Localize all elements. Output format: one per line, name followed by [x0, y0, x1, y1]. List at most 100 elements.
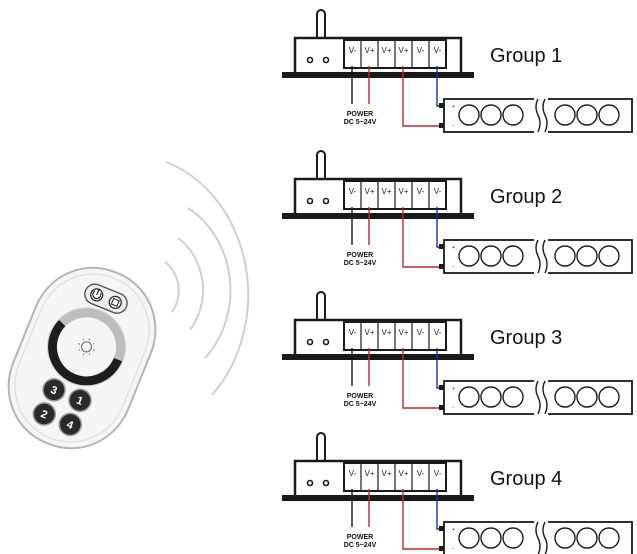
terminal-block: V- V+ V+ V+ V- V-: [343, 462, 447, 492]
terminal-label: V+: [398, 46, 408, 55]
led: [502, 386, 524, 408]
indicator-dot: [306, 338, 314, 346]
indicator-dot: [306, 479, 314, 487]
terminal-label: V+: [398, 328, 408, 337]
indicator-dot: [322, 56, 330, 64]
terminal-block: V- V+ V+ V+ V- V-: [343, 180, 447, 210]
strip-break-mark: [534, 520, 548, 554]
zone-button-label: 1: [75, 395, 85, 408]
zone-1-icon[interactable]: 1: [66, 386, 95, 415]
terminal-label: V+: [364, 469, 374, 478]
power-spec: DC 5~24V: [344, 119, 377, 126]
led: [576, 104, 598, 126]
signal-arc-3: [187, 207, 232, 359]
strip-plus-sign: +: [452, 104, 455, 110]
led-strip: + -: [443, 238, 633, 275]
terminal-label: V-: [417, 469, 425, 478]
strip-plus-sign: +: [452, 386, 455, 392]
terminal-label: V+: [364, 187, 374, 196]
led: [458, 245, 480, 267]
terminal-label: V-: [434, 469, 442, 478]
terminal-label: V+: [398, 469, 408, 478]
led: [502, 245, 524, 267]
controller-base-plate: [282, 72, 474, 78]
terminal-label: V-: [434, 187, 442, 196]
terminal-label: V+: [364, 328, 374, 337]
power-icon[interactable]: [89, 287, 105, 303]
zone-button-label: 3: [49, 384, 59, 397]
power-spec: DC 5~24V: [344, 542, 377, 549]
led: [598, 245, 620, 267]
led: [458, 386, 480, 408]
brightness-touch-ring[interactable]: [36, 296, 138, 398]
terminal-label: V-: [349, 328, 357, 337]
led: [480, 386, 502, 408]
led: [554, 104, 576, 126]
group-label: Group 4: [490, 468, 562, 490]
signal-arc-1: [164, 261, 180, 313]
strip-break-mark: [534, 379, 548, 416]
strip-break-mark: [534, 97, 548, 134]
controller-groups: V- V+ V+ V+ V- V- POWER DC 5~24V + -: [282, 9, 633, 554]
power-label: POWER: [347, 534, 373, 541]
led: [554, 386, 576, 408]
zone-3-icon[interactable]: 3: [40, 376, 69, 405]
indicator-dot: [306, 197, 314, 205]
mode-icon[interactable]: [107, 295, 123, 311]
strip-minus-sign: -: [452, 405, 454, 411]
led: [598, 104, 620, 126]
indicator-dot: [306, 56, 314, 64]
wireless-signal-waves: [164, 161, 250, 396]
led: [576, 386, 598, 408]
terminal-label: V+: [381, 187, 391, 196]
wiring: [351, 348, 444, 410]
led: [598, 527, 620, 549]
led-strip: + -: [443, 379, 633, 416]
strip-v-plus-wire: [402, 66, 443, 127]
strip-break-mark: [534, 238, 548, 275]
signal-arc-4: [165, 161, 250, 396]
led: [480, 527, 502, 549]
strip-minus-sign: -: [452, 264, 454, 270]
led: [480, 104, 502, 126]
remote-top-buttons: [84, 283, 128, 314]
led: [502, 104, 524, 126]
zone-2-icon[interactable]: 2: [30, 400, 59, 429]
terminal-label: V+: [381, 46, 391, 55]
terminal-label: V-: [417, 187, 425, 196]
strip-minus-sign: -: [452, 123, 454, 129]
led: [502, 527, 524, 549]
controller-base-plate: [282, 213, 474, 219]
brightness-icon: [77, 338, 96, 356]
zone-4-icon[interactable]: 4: [56, 410, 85, 439]
controller-group-4: V- V+ V+ V+ V- V- POWER DC 5~24V + -: [282, 432, 633, 554]
terminal-label: V-: [434, 328, 442, 337]
led: [554, 245, 576, 267]
zone-button-label: 4: [65, 419, 76, 433]
led: [576, 527, 598, 549]
led: [458, 527, 480, 549]
strip-plus-sign: +: [452, 245, 455, 251]
wiring: [351, 207, 444, 269]
power-label: POWER: [347, 111, 373, 118]
signal-arc-2: [177, 237, 205, 331]
power-spec: DC 5~24V: [344, 401, 377, 408]
indicator-dot: [322, 338, 330, 346]
terminal-label: V-: [417, 328, 425, 337]
strip-v-plus-wire: [402, 207, 443, 268]
led: [480, 245, 502, 267]
led: [554, 527, 576, 549]
zone-button-label: 2: [39, 408, 49, 421]
terminal-label: V-: [349, 469, 357, 478]
led: [576, 245, 598, 267]
led-strip: + -: [443, 97, 633, 134]
terminal-label: V-: [349, 46, 357, 55]
terminal-label: V-: [417, 46, 425, 55]
controller-group-3: V- V+ V+ V+ V- V- POWER DC 5~24V + -: [282, 291, 633, 416]
rf-remote-control: 3 1 2 4: [7, 266, 157, 450]
group-label: Group 2: [490, 186, 562, 208]
terminal-label: V+: [364, 46, 374, 55]
terminal-label: V+: [381, 469, 391, 478]
strip-minus-sign: -: [452, 546, 454, 552]
